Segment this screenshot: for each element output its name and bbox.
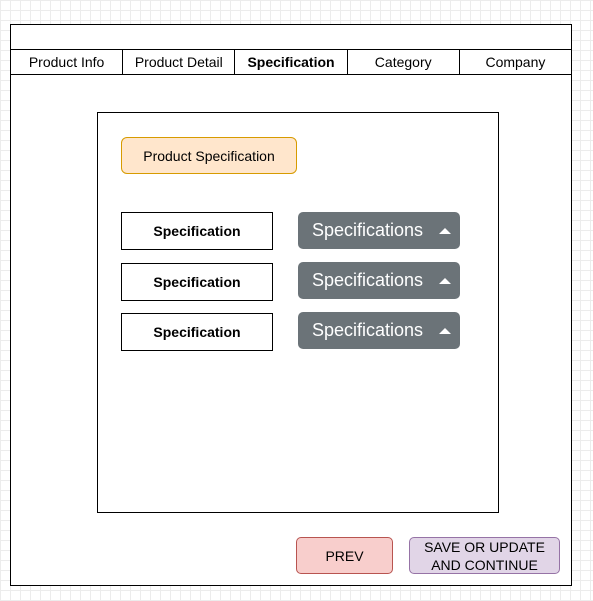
tab-category[interactable]: Category [348, 50, 460, 74]
specifications-dropdown[interactable]: Specifications [298, 312, 460, 349]
specification-label: Specification [121, 263, 273, 301]
specification-label: Specification [121, 313, 273, 351]
tab-product-info[interactable]: Product Info [11, 50, 124, 74]
tab-product-detail[interactable]: Product Detail [123, 50, 236, 74]
prev-button[interactable]: PREV [296, 537, 393, 574]
specification-panel: Product Specification Specification Spec… [97, 112, 499, 513]
caret-up-icon [439, 327, 451, 334]
caret-up-icon [439, 227, 451, 234]
specifications-dropdown[interactable]: Specifications [298, 212, 460, 249]
dropdown-value: Specifications [312, 270, 424, 290]
tab-company[interactable]: Company [485, 54, 546, 70]
specification-label: Specification [121, 212, 273, 250]
section-title: Product Specification [121, 137, 297, 174]
tab-bar: Product Info Product Detail Specificatio… [11, 49, 571, 75]
specifications-dropdown[interactable]: Specifications [298, 262, 460, 299]
caret-up-icon [439, 277, 451, 284]
tab-specification[interactable]: Specification [235, 50, 348, 74]
dropdown-value: Specifications [312, 220, 424, 240]
save-continue-button[interactable]: SAVE OR UPDATE AND CONTINUE [409, 537, 560, 574]
app-window: Product Info Product Detail Specificatio… [10, 24, 572, 586]
dropdown-value: Specifications [312, 320, 424, 340]
